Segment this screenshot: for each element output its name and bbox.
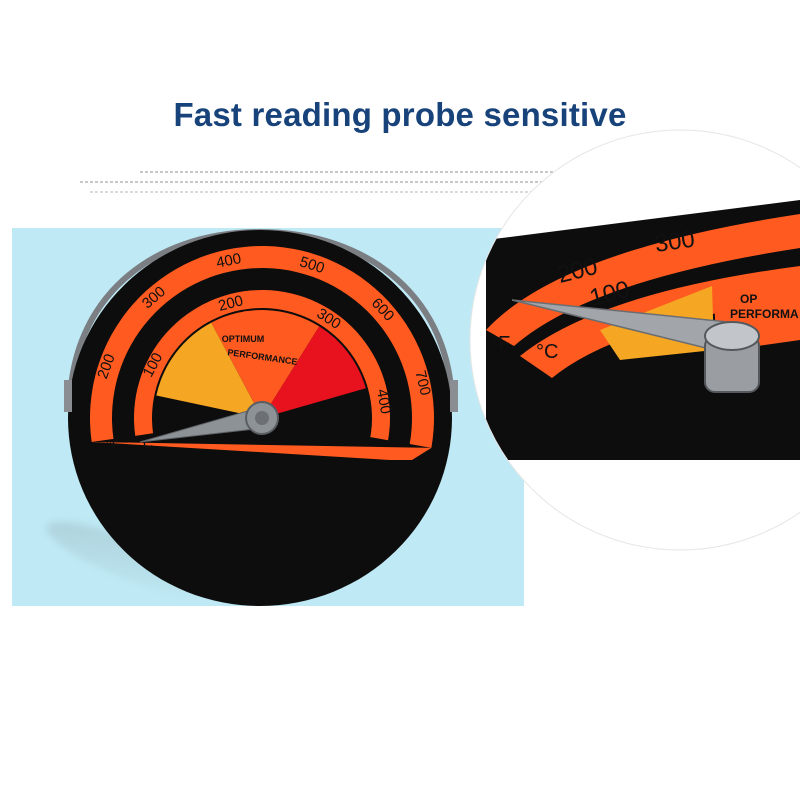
overheat-zone xyxy=(262,326,366,418)
optimum-zone-middle xyxy=(211,310,320,418)
left-clip xyxy=(64,380,72,412)
zoom-zone-label-optimum: OP xyxy=(740,292,757,306)
fahrenheit-unit-label: °F xyxy=(106,437,120,453)
zoom-frame xyxy=(469,129,800,551)
needle-pivot-cap xyxy=(255,411,269,425)
headline: Fast reading probe sensitive xyxy=(173,96,627,133)
zone-label-optimum: OPTIMUM xyxy=(222,334,265,344)
celsius-tick-label: 400 xyxy=(373,388,394,416)
zoom-fahrenheit-band xyxy=(486,214,800,346)
fahrenheit-tick-label: 700 xyxy=(411,369,434,397)
optimum-zone xyxy=(156,322,262,418)
zoom-tick-300: 300 xyxy=(653,226,696,258)
fahrenheit-tick-label: 500 xyxy=(298,253,327,277)
zoom-zone-label-performance: PERFORMA xyxy=(730,307,799,321)
zoom-pivot-cap xyxy=(704,321,760,351)
right-clip xyxy=(450,380,458,412)
zoom-celsius-unit: °C xyxy=(536,341,558,363)
zoom-fahrenheit-unit: °F xyxy=(490,333,510,355)
celsius-scale-band xyxy=(134,290,390,441)
celsius-tick-label: 200 xyxy=(216,292,245,315)
celsius-unit-label: C xyxy=(143,435,153,451)
fahrenheit-tick-label: 400 xyxy=(215,250,243,272)
